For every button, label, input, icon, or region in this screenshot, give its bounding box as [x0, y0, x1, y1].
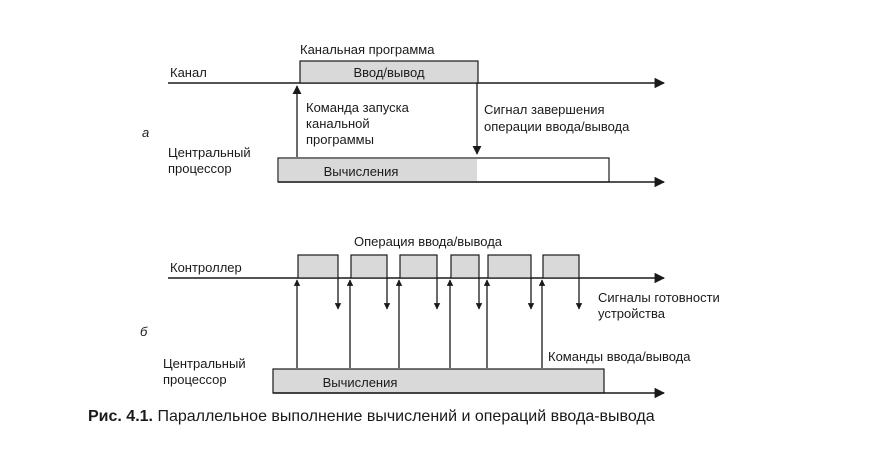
completion-signal-line-2: операции ввода/вывода [484, 119, 630, 134]
ready-signals-line-2: устройства [598, 306, 666, 321]
start-command-line-2: канальной [306, 116, 370, 131]
ready-signals-line-1: Сигналы готовности [598, 290, 720, 305]
compute-box-a-shaded [279, 159, 477, 181]
io-box-label: Ввод/вывод [353, 65, 425, 80]
io-commands-label: Команды ввода/вывода [548, 349, 691, 364]
io-operation-box [399, 254, 438, 279]
io-operation-box [350, 254, 388, 279]
figure-caption: Рис. 4.1. Параллельное выполнение вычисл… [88, 408, 655, 426]
start-command-line-3: программы [306, 132, 374, 147]
io-operation-label: Операция ввода/вывода [354, 234, 503, 249]
cpu-label-b-line-2: процессор [163, 372, 227, 387]
start-command-line-1: Команда запуска [306, 100, 410, 115]
compute-box-a-label: Вычисления [324, 164, 399, 179]
compute-box-b-label: Вычисления [323, 375, 398, 390]
io-operation-box [487, 254, 532, 279]
controller-axis-label: Контроллер [170, 260, 242, 275]
completion-signal-line-1: Сигнал завершения [484, 102, 605, 117]
channel-axis-label: Канал [170, 65, 207, 80]
cpu-label-a-line-1: Центральный [168, 145, 251, 160]
cpu-label-a-line-2: процессор [168, 161, 232, 176]
panel-a-letter: а [142, 125, 149, 140]
io-box [299, 60, 479, 84]
channel-program-label: Канальная программа [300, 42, 435, 57]
panel-b-letter: б [140, 324, 148, 339]
figure-caption-text: Параллельное выполнение вычислений и опе… [157, 408, 655, 425]
io-operation-box [297, 254, 339, 279]
io-operation-box [450, 254, 480, 279]
cpu-label-b-line-1: Центральный [163, 356, 246, 371]
figure-number: Рис. 4.1. [88, 408, 153, 425]
io-operation-box [542, 254, 580, 279]
